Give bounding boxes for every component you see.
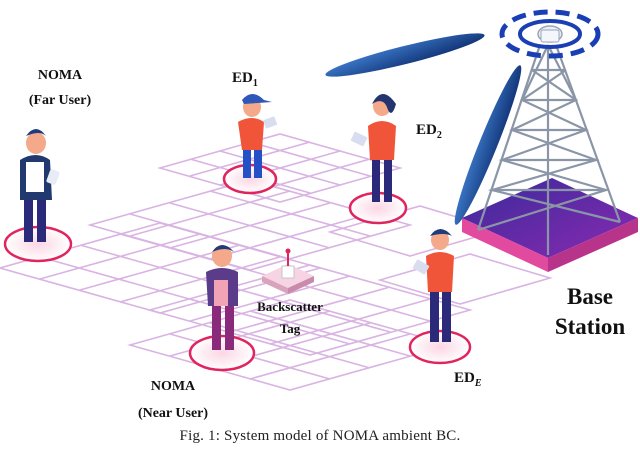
ed1-label: ED1 — [232, 70, 258, 89]
figure-caption: Fig. 1: System model of NOMA ambient BC. — [179, 428, 461, 444]
base-station-label: Base Station — [548, 282, 632, 342]
ed1-subscript: 1 — [252, 78, 258, 89]
base-station-tower — [476, 44, 622, 255]
far-user-figure — [20, 129, 60, 242]
noma-near-label: NOMA (Near User) — [118, 373, 228, 427]
noma-far-label: NOMA (Far User) — [10, 63, 110, 113]
ed2-figure — [350, 94, 396, 202]
ed2-label: ED2 — [416, 122, 442, 141]
ed2-main-text: ED — [416, 122, 437, 138]
ede-main-text: ED — [454, 370, 475, 386]
beam-near — [454, 65, 522, 225]
near-user-figure — [206, 245, 238, 350]
noma-far-title: NOMA — [37, 68, 83, 83]
base-station-title: Base — [567, 284, 613, 309]
antenna-icon — [499, 9, 601, 59]
ed1-figure — [238, 94, 278, 178]
backscatter-tag-icon — [262, 248, 314, 294]
noma-far-subtitle: (Far User) — [28, 93, 92, 108]
ede-subscript: E — [474, 378, 482, 389]
user-rings — [3, 163, 472, 372]
noma-near-title: NOMA — [150, 379, 196, 394]
base-station-platform — [462, 178, 638, 272]
ede-label: EDE — [454, 370, 482, 389]
backscatter-tag-label: Backscatter Tag — [252, 296, 328, 340]
backscatter-subtitle: Tag — [279, 321, 301, 336]
ed1-main-text: ED — [232, 70, 253, 86]
ede-figure — [412, 229, 454, 342]
noma-near-subtitle: (Near User) — [137, 406, 209, 421]
backscatter-title: Backscatter — [257, 299, 323, 314]
ed2-subscript: 2 — [436, 130, 442, 141]
beam-far — [325, 33, 485, 77]
base-station-subtitle: Station — [554, 314, 626, 339]
